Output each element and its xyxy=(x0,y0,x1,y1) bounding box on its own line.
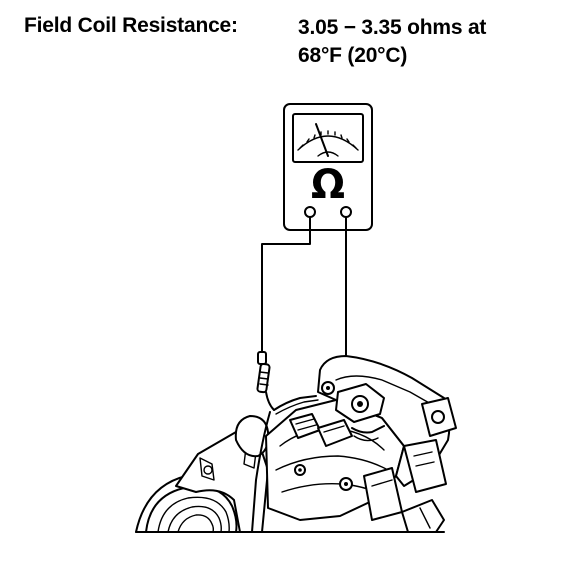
test-lead-left xyxy=(261,216,311,353)
ac-compressor-icon xyxy=(135,355,457,533)
probe-tip-icon xyxy=(256,351,275,411)
meter-jack-right xyxy=(340,206,352,218)
ohmmeter-icon: Ω xyxy=(283,103,373,231)
ohm-symbol: Ω xyxy=(311,162,345,208)
meter-body xyxy=(283,103,373,231)
field-coil-resistance-spec: Field Coil Resistance: 3.05 − 3.35 ohms … xyxy=(24,14,564,74)
spec-label: Field Coil Resistance: xyxy=(24,14,238,37)
test-leads xyxy=(261,216,347,357)
spec-value: 3.05 − 3.35 ohms at 68°F (20°C) xyxy=(298,14,486,70)
spec-value-line-2: 68°F (20°C) xyxy=(298,44,408,67)
meter-dial-window xyxy=(292,113,364,163)
meter-jack-left xyxy=(304,206,316,218)
coil-lead-wire xyxy=(273,395,317,411)
meter-scale-arc xyxy=(297,135,359,151)
spec-value-line-1: 3.05 − 3.35 ohms at xyxy=(298,16,487,39)
mounting-ear-lower xyxy=(403,439,447,493)
meter-needle-pivot xyxy=(317,151,339,157)
meter-needle xyxy=(315,123,329,157)
compressor-boss xyxy=(234,415,270,458)
meter-scale-ticks xyxy=(299,130,357,149)
compressor-tail xyxy=(401,499,445,533)
field-coil-connector-icon xyxy=(289,383,385,447)
